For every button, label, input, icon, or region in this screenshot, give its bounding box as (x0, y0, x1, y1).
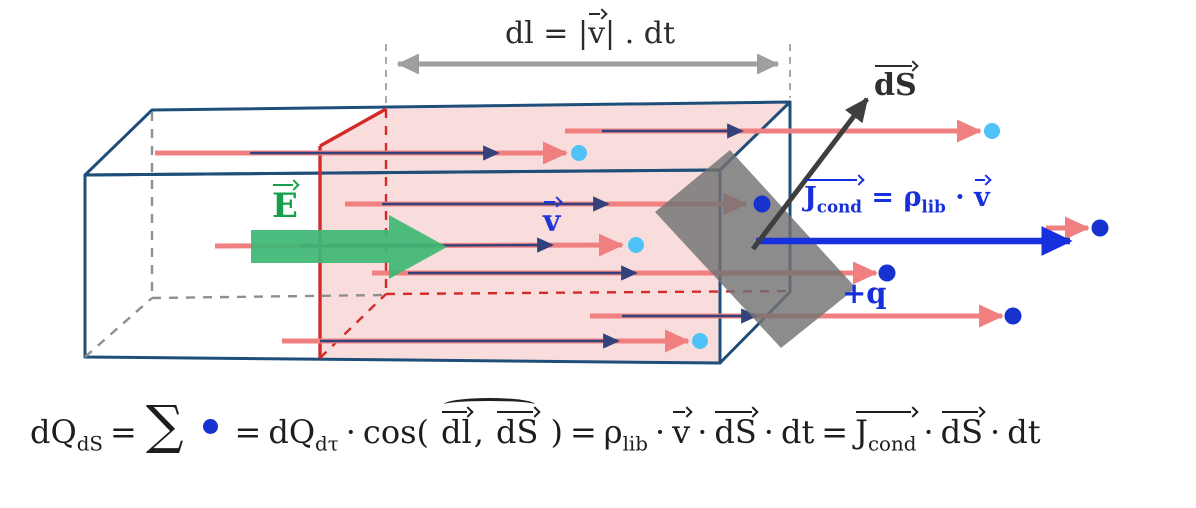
velocity-label: v (543, 201, 561, 239)
e-field-label: E (272, 183, 298, 226)
formula-token: dQdS (30, 413, 103, 456)
formula-token: · (990, 413, 1001, 451)
length-label: dl = |v| . dt (430, 13, 750, 51)
formula-token: dt (780, 413, 815, 451)
length-measure (385, 44, 791, 104)
sum-symbol: ∑ (145, 395, 184, 456)
charge-dot (1091, 219, 1109, 237)
charge-dot (878, 264, 896, 282)
formula-token: = (569, 413, 597, 451)
formula-token: · (345, 413, 356, 451)
electron-dot (571, 145, 587, 161)
electron-dot (692, 333, 708, 349)
formula-token: v (672, 410, 691, 451)
formula-token: · (697, 413, 708, 451)
charge-dot (202, 419, 218, 435)
formula-token: = (821, 413, 849, 451)
charge-label: +q (842, 276, 887, 310)
formula-token: · (763, 413, 774, 451)
ds-vector-arrow (751, 97, 869, 251)
formula-token: · (654, 413, 666, 451)
j-cond-symbol: Jcond (804, 179, 863, 217)
formula-token: dS (714, 410, 757, 451)
formula-token: dS (940, 410, 984, 451)
formula-token: cos( (362, 413, 429, 451)
charge-dot (1004, 307, 1022, 325)
electron-dot (628, 237, 644, 253)
formula-token: · (923, 413, 934, 451)
charge-dot (753, 195, 771, 213)
surface-vector-label: dS (874, 65, 917, 103)
current-density-label: Jcond = ρlib · v (804, 179, 990, 217)
flux-charge-formula: dQdS = ∑ = dQdτ · cos( dl, dS ) = ρlib ·… (30, 398, 1041, 455)
formula-token: dt (1007, 413, 1041, 451)
formula-token: = (234, 413, 262, 451)
formula-token: ρlib (603, 413, 648, 456)
angle-hat: dl, dS (436, 398, 543, 451)
formula-token: dQdτ (268, 413, 339, 456)
charge-dots (571, 123, 1109, 349)
formula-token: ) (550, 413, 563, 451)
e-field-arrow (251, 215, 447, 279)
electron-dot (984, 123, 1000, 139)
j-cond-symbol: Jcond (855, 410, 917, 456)
length-label-post: | . dt (605, 16, 676, 51)
formula-token: = (110, 413, 137, 451)
hidden-edges (84, 112, 387, 358)
length-label-pre: dl = | (504, 16, 589, 51)
velocity-vector-symbol: v (588, 13, 606, 51)
